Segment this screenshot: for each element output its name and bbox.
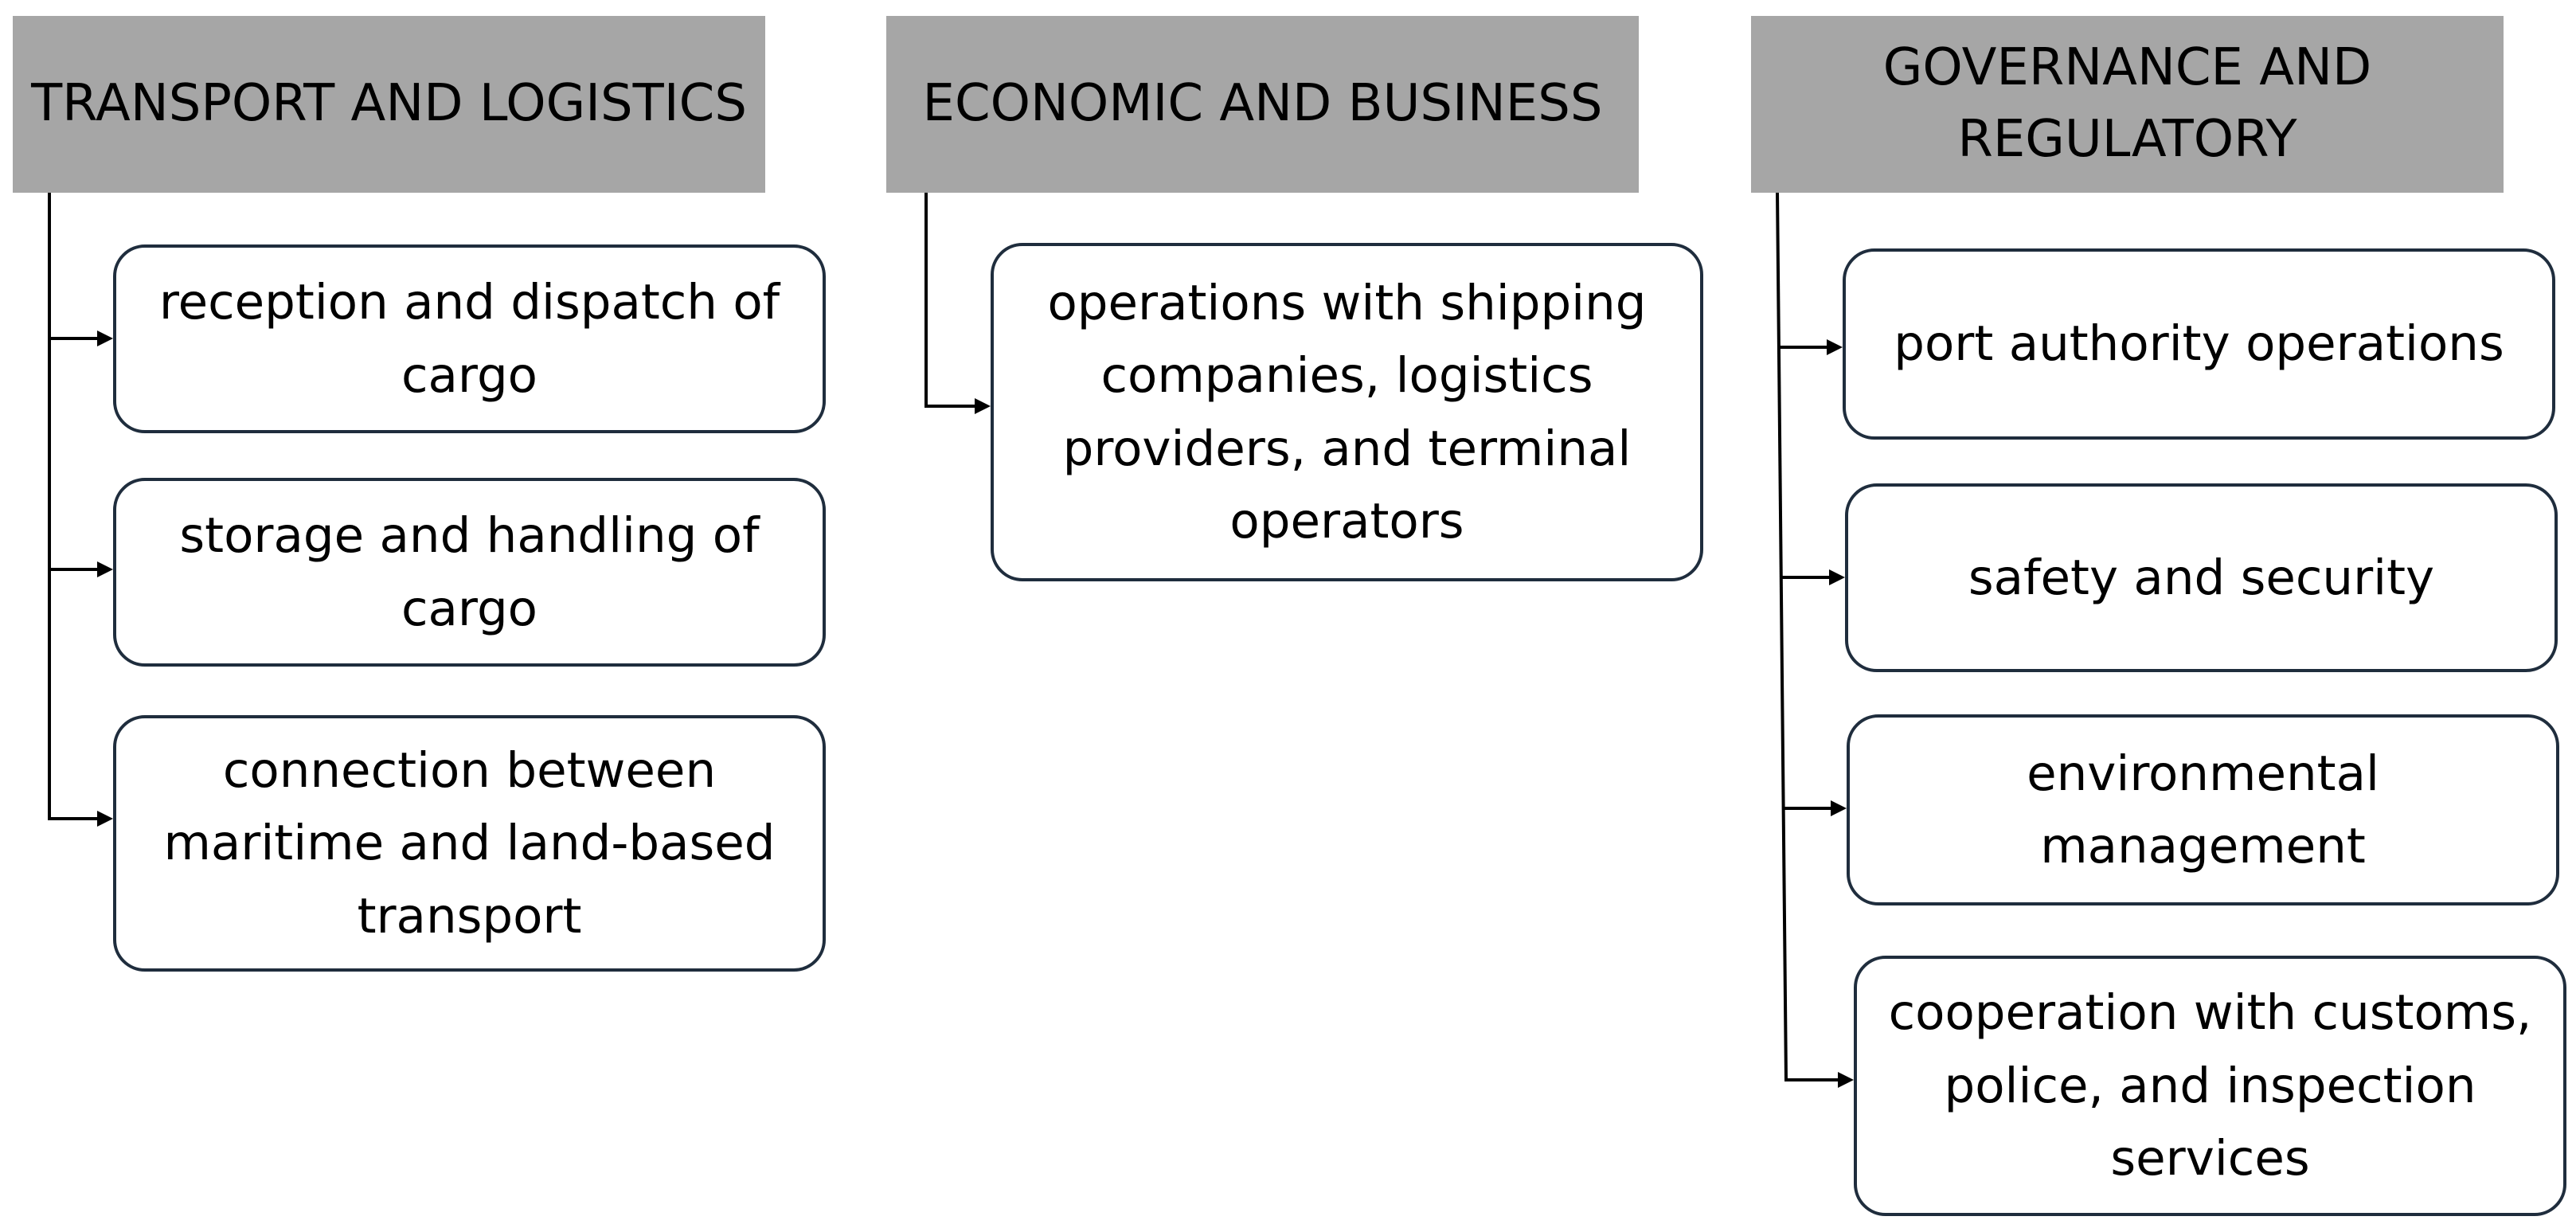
arrowhead-storage [97, 561, 113, 577]
item-environmental-management: environmental management [1847, 714, 2559, 905]
arrowhead-port-authority [1827, 339, 1843, 355]
item-shipping-operations: operations with shipping companies, logi… [991, 243, 1703, 581]
connector-trunk-governance [1776, 190, 1788, 1082]
header-economic-business: ECONOMIC AND BUSINESS [886, 16, 1639, 193]
header-transport-logistics: TRANSPORT AND LOGISTICS [13, 16, 765, 193]
item-safety-security: safety and security [1845, 483, 2558, 672]
arrowhead-safety [1829, 569, 1845, 585]
item-reception-dispatch: reception and dispatch of cargo [113, 244, 826, 433]
item-storage-handling: storage and handling of cargo [113, 478, 826, 667]
header-governance-regulatory: GOVERNANCE AND REGULATORY [1751, 16, 2504, 193]
item-maritime-land-connection: connection between maritime and land-bas… [113, 715, 826, 972]
arrowhead-reception [97, 330, 113, 346]
arrowhead-environmental [1831, 800, 1847, 816]
arrowhead-operations [975, 398, 991, 414]
item-customs-cooperation: cooperation with customs, police, and in… [1854, 956, 2566, 1216]
item-port-authority: port authority operations [1843, 248, 2555, 440]
arrowhead-connection [97, 811, 113, 827]
arrowhead-cooperation [1838, 1072, 1854, 1088]
